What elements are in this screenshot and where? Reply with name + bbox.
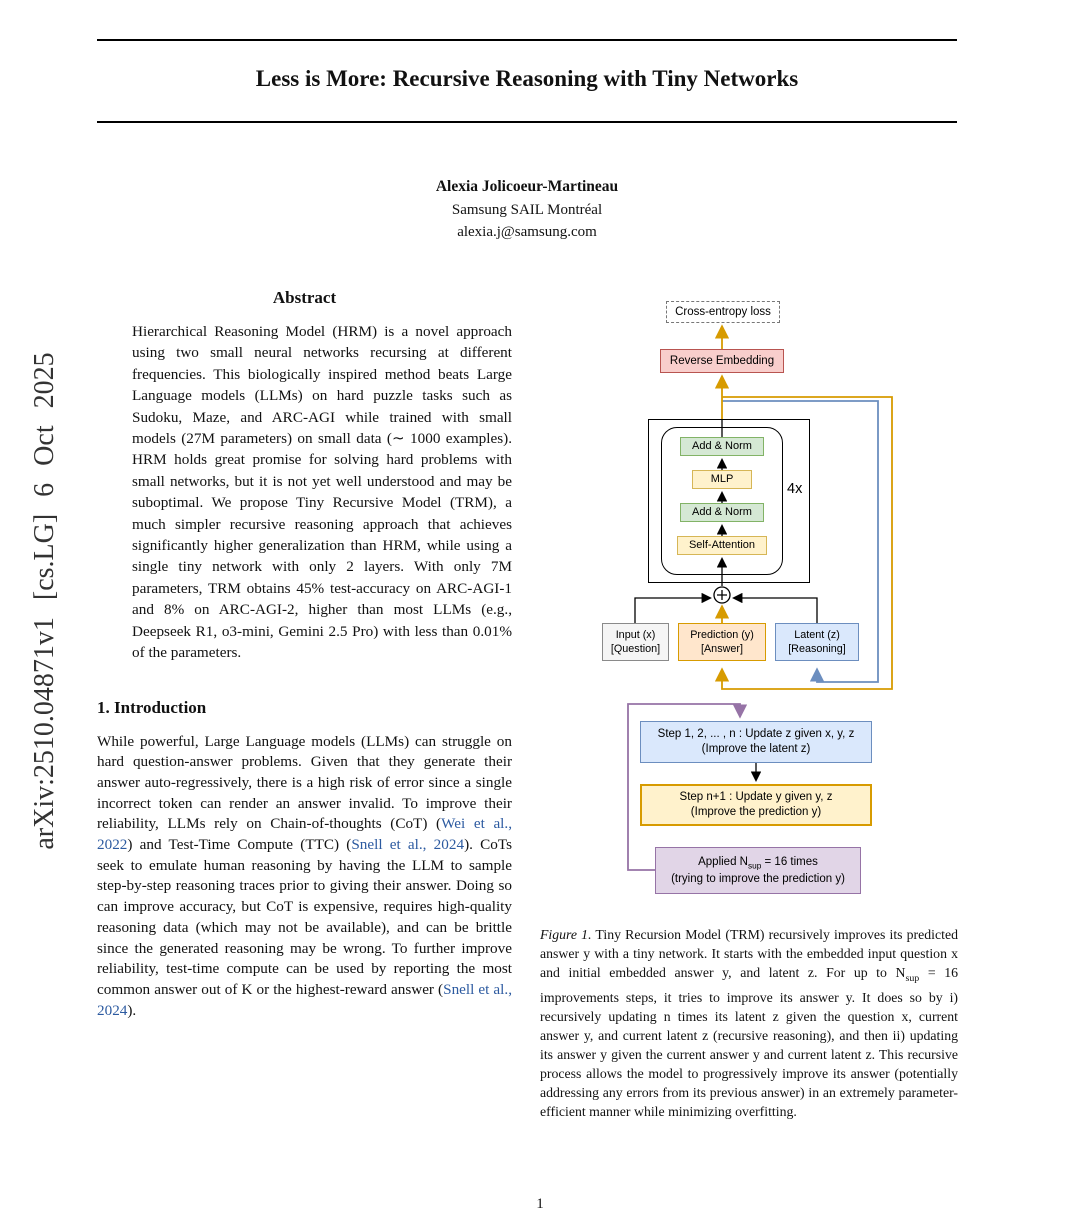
introduction-paragraph: While powerful, Large Language models (L… <box>97 732 512 1019</box>
repeat-4x-label: 4x <box>787 481 803 497</box>
right-column: Cross-entropy loss Reverse Embedding Add… <box>540 297 958 1121</box>
applied-nsup-box: Applied Nsup = 16 times (trying to impro… <box>655 847 861 894</box>
citation-link[interactable]: Snell et al., 2024 <box>351 836 465 854</box>
author-block: Alexia Jolicoeur-Martineau Samsung SAIL … <box>97 176 957 244</box>
page-title: Less is More: Recursive Reasoning with T… <box>255 66 799 91</box>
author-name: Alexia Jolicoeur-Martineau <box>435 178 619 195</box>
mlp-box: MLP <box>692 470 752 489</box>
reverse-embedding-box: Reverse Embedding <box>660 349 784 373</box>
abstract-heading: Abstract <box>272 288 337 307</box>
prediction-y-box: Prediction (y) [Answer] <box>678 623 766 661</box>
sum-junction-icon <box>713 586 731 604</box>
diagram-arrows <box>627 324 893 871</box>
author-affiliation: Samsung SAIL Montréal <box>451 201 603 218</box>
left-column: Abstract Hierarchical Reasoning Model (H… <box>97 288 512 1021</box>
figure-caption-label: Figure 1. <box>540 927 592 942</box>
step-update-z-box: Step 1, 2, ... , n : Update z given x, y… <box>640 721 872 763</box>
author-email: alexia.j@samsung.com <box>457 224 597 240</box>
self-attention-box: Self-Attention <box>677 536 767 555</box>
title-rule <box>97 121 957 123</box>
section-heading-introduction: 1. Introduction <box>97 697 207 717</box>
figure-1-caption: Figure 1. Tiny Recursion Model (TRM) rec… <box>540 927 958 1119</box>
figure-1-diagram: Cross-entropy loss Reverse Embedding Add… <box>540 297 958 917</box>
citation-link[interactable]: Wei et al., 2022 <box>97 815 512 854</box>
add-norm-top-box: Add & Norm <box>680 437 764 456</box>
top-rule <box>97 39 957 41</box>
page-number: 1 <box>536 1196 544 1212</box>
citation-link[interactable]: Snell et al., 2024 <box>97 980 512 1019</box>
input-x-box: Input (x) [Question] <box>602 623 669 661</box>
arxiv-watermark: arXiv:2510.04871v1 [cs.LG] 6 Oct 2025 <box>29 352 60 850</box>
cross-entropy-loss-box: Cross-entropy loss <box>666 301 780 323</box>
latent-z-box: Latent (z) [Reasoning] <box>775 623 859 661</box>
transformer-outer-frame <box>648 419 810 583</box>
transformer-block <box>661 427 783 575</box>
step-update-y-box: Step n+1 : Update y given y, z (Improve … <box>640 784 872 826</box>
add-norm-bottom-box: Add & Norm <box>680 503 764 522</box>
abstract-text: Hierarchical Reasoning Model (HRM) is a … <box>132 323 512 662</box>
